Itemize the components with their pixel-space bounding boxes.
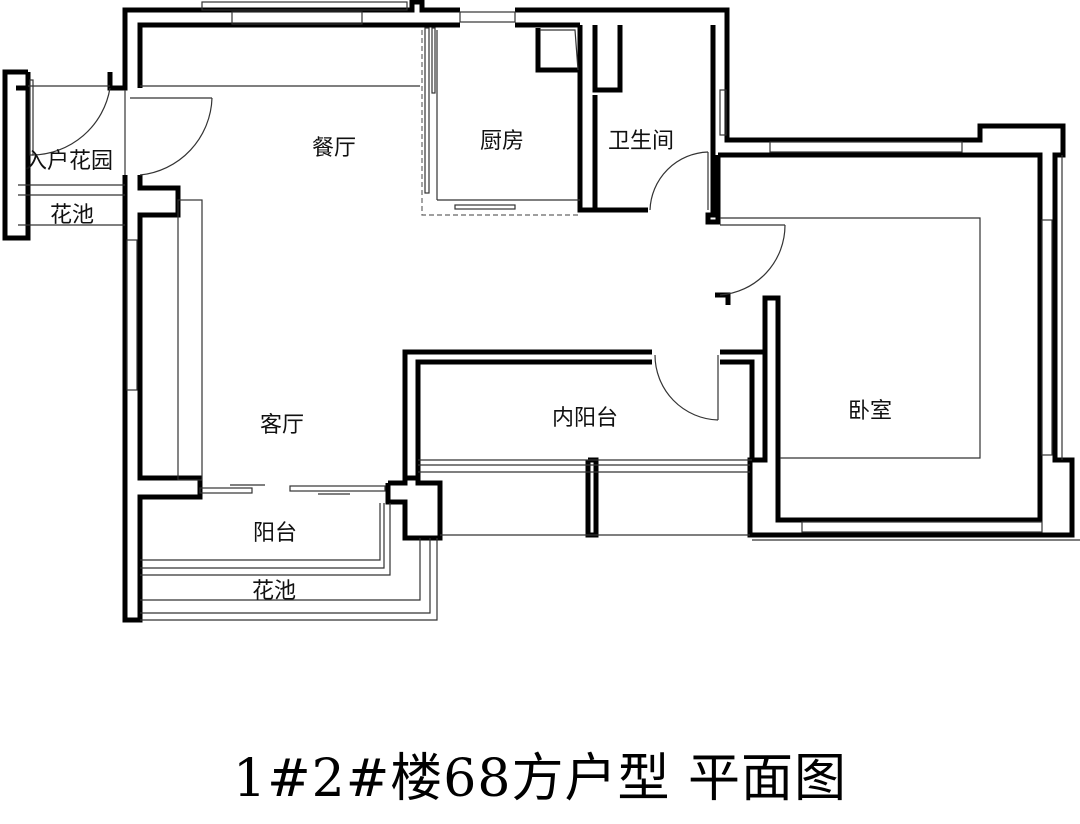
room-label-living: 客厅 — [260, 413, 304, 438]
room-label-bedroom: 卧室 — [848, 399, 892, 424]
room-label-balcony: 阳台 — [253, 521, 297, 546]
room-label-planter-bottom: 花池 — [252, 579, 296, 604]
floor-plan: 入户花园 花池 餐厅 厨房 卫生间 卧室 客厅 内阳台 阳台 花池 — [2, 0, 1080, 623]
plan-title: 1#2#楼68方户型 平面图 — [232, 749, 847, 809]
room-label-planter-left: 花池 — [50, 203, 94, 228]
walls — [2, 0, 1075, 623]
room-label-dining: 餐厅 — [312, 136, 356, 161]
doors — [31, 87, 786, 421]
room-label-kitchen: 厨房 — [480, 129, 524, 154]
room-label-entry-garden: 入户花园 — [25, 149, 113, 174]
windows-and-fixtures — [18, 1, 1080, 621]
room-label-bathroom: 卫生间 — [608, 129, 674, 154]
room-label-inner-balcony: 内阳台 — [552, 406, 618, 431]
